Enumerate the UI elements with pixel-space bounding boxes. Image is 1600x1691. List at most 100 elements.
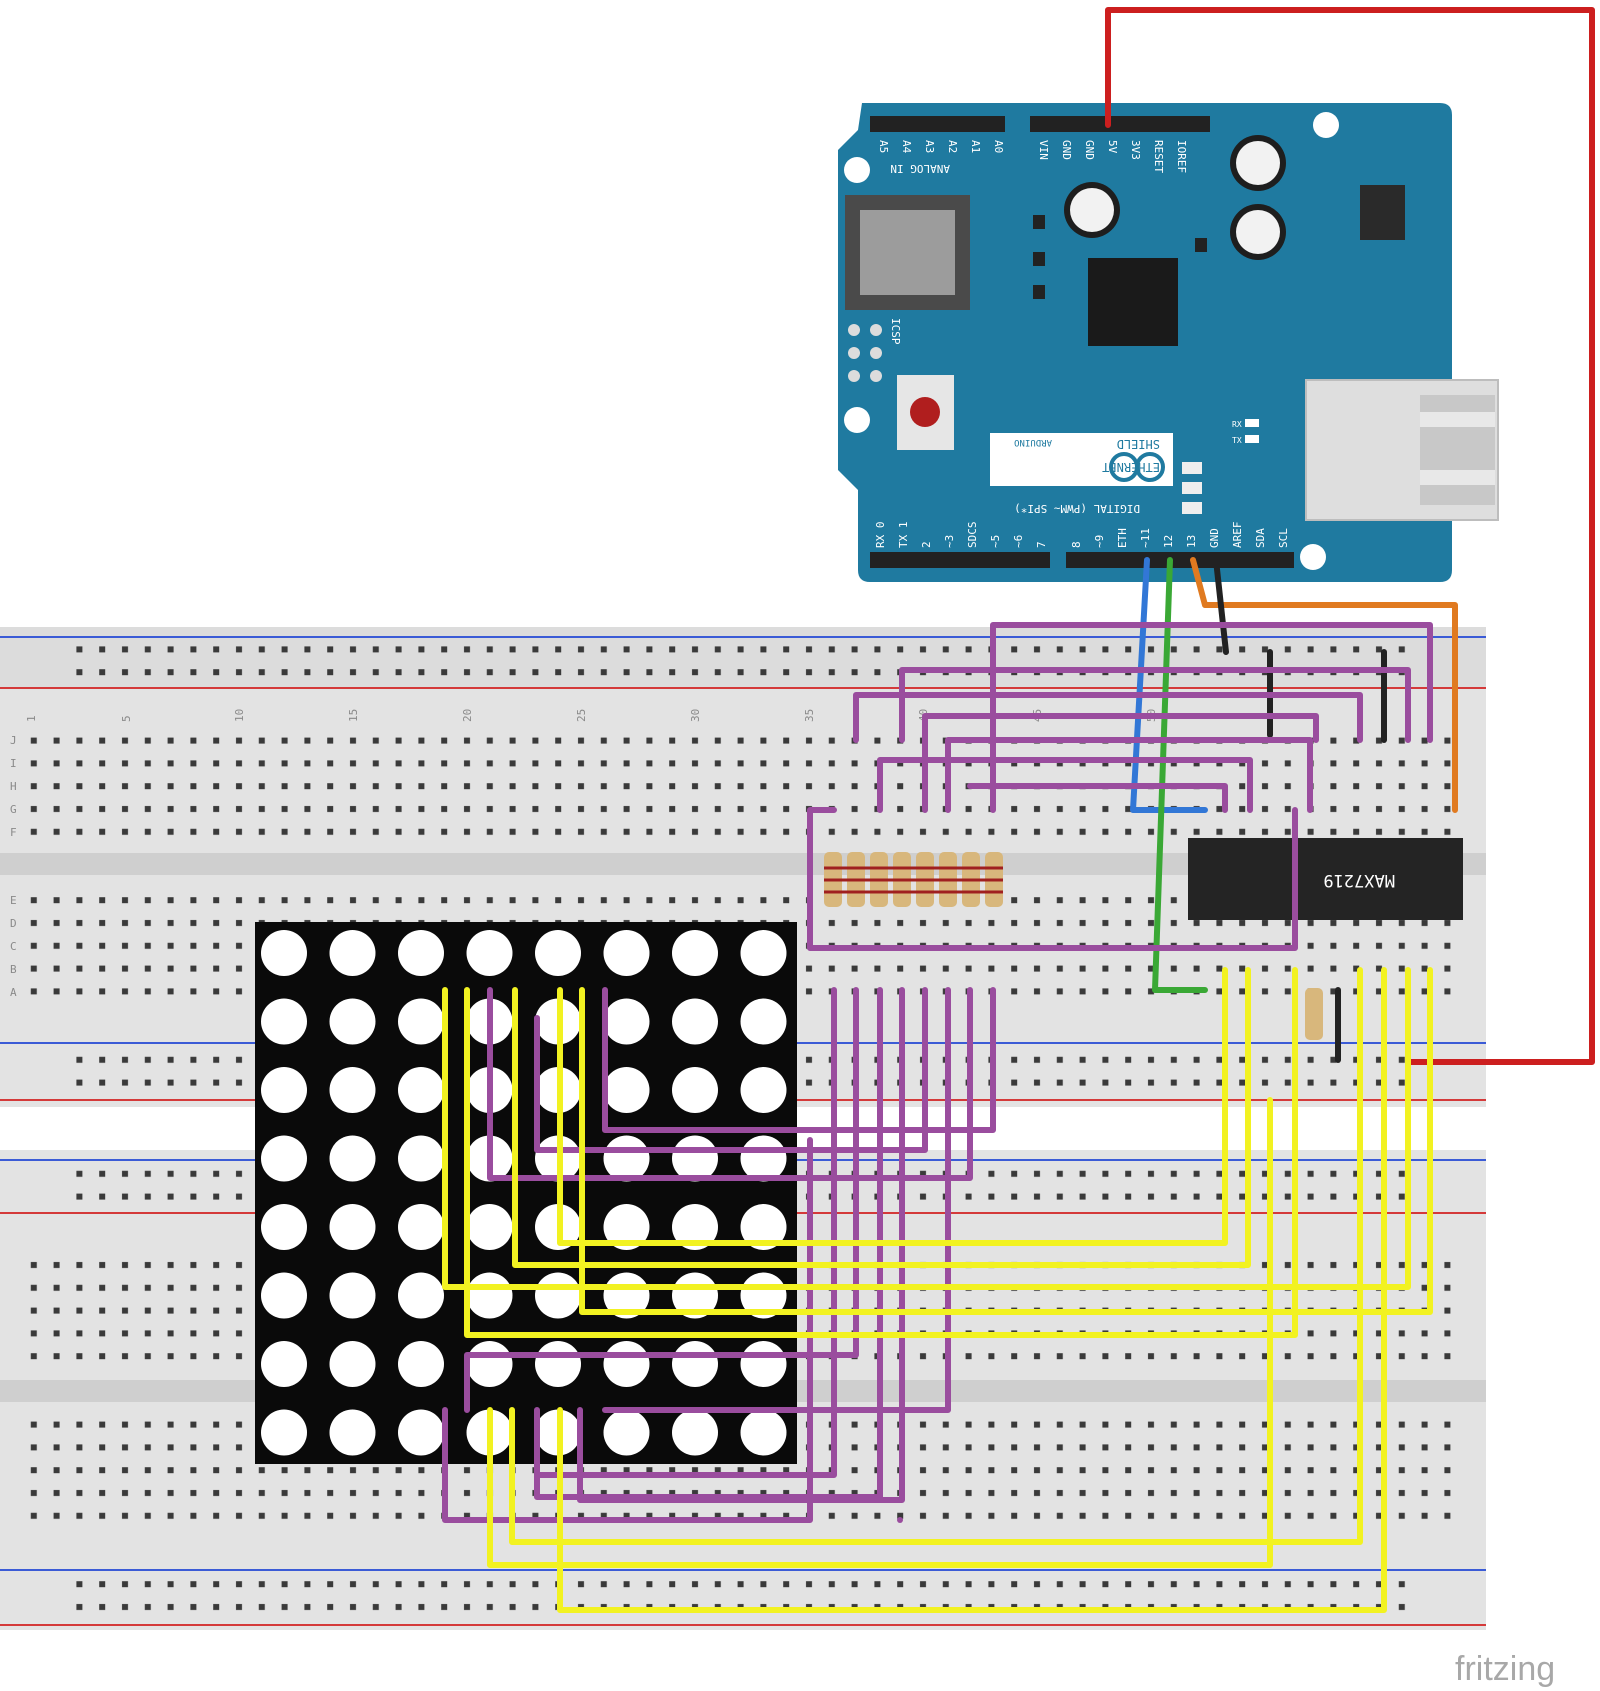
led-dot — [261, 1341, 307, 1387]
led-dot — [398, 1341, 444, 1387]
row-letter: E — [10, 894, 17, 907]
row-letter: B — [10, 963, 17, 976]
pin-label: ~3 — [943, 535, 956, 548]
tx-led-label: TX — [1232, 436, 1242, 445]
row-letter: C — [10, 940, 17, 953]
pin-label: AREF — [1231, 522, 1244, 549]
wire-blue[interactable] — [1130, 557, 1208, 813]
led-dot — [740, 1135, 787, 1182]
col-number: 35 — [803, 709, 816, 722]
wire-yellow[interactable] — [509, 967, 1363, 1545]
led-dot — [398, 930, 444, 976]
row-letter: I — [10, 757, 17, 770]
col-number: 15 — [347, 709, 360, 722]
wire-yellow[interactable] — [579, 967, 1433, 1315]
wire-purple[interactable] — [877, 757, 1253, 813]
pin-label: A3 — [923, 140, 936, 153]
col-number: 20 — [461, 709, 474, 722]
power-pin-labels: VIN GND GND 5V 3V3 RESET IOREF — [1037, 140, 1188, 173]
wire-red-5v[interactable] — [1105, 7, 1595, 1065]
led-dot — [261, 998, 307, 1045]
led-dot — [261, 1204, 307, 1250]
pin-label: ~6 — [1012, 535, 1025, 548]
led-dot — [329, 1067, 376, 1113]
wire-purple[interactable] — [899, 667, 1411, 743]
wire-yellow[interactable] — [557, 967, 1228, 1246]
pin-label: GND — [1060, 140, 1073, 160]
pin-label: 7 — [1035, 541, 1048, 548]
wire-purple[interactable] — [807, 807, 1298, 951]
led-dot — [672, 1409, 718, 1456]
digital-pin-labels: RX 0 TX 1 2 ~3 SDCS ~5 ~6 7 8 ~9 ETH ~11… — [874, 522, 1290, 549]
wire-yellow[interactable] — [442, 967, 1411, 1290]
led-dot — [329, 1409, 376, 1456]
rx-led-label: RX — [1232, 420, 1242, 429]
led-matrix — [255, 922, 797, 1464]
arduino-logo-icon — [1109, 452, 1165, 482]
wire-purple[interactable] — [487, 987, 973, 1181]
led-dot — [398, 1272, 444, 1319]
pin-label: RX 0 — [874, 522, 887, 549]
pin-label: IOREF — [1175, 140, 1188, 173]
led-dot — [535, 1341, 581, 1387]
wire-black-1[interactable] — [1213, 557, 1229, 655]
max7219-chip: MAX7219 — [1188, 838, 1463, 920]
pin-label: 8 — [1070, 541, 1083, 548]
mount-hole — [844, 407, 870, 433]
pin-label: VIN — [1037, 140, 1050, 160]
wire-purple[interactable] — [602, 987, 996, 1133]
wire-yellow[interactable] — [557, 967, 1387, 1613]
wire-purple[interactable] — [464, 987, 859, 1413]
pin-label: SCL — [1277, 528, 1290, 548]
wire-purple[interactable] — [534, 987, 928, 1153]
led-dot — [672, 930, 718, 976]
wire-purple[interactable] — [534, 987, 837, 1478]
wire-purple[interactable] — [967, 783, 1228, 813]
pin-label: ETH — [1116, 528, 1129, 548]
pin-label: A4 — [900, 140, 913, 154]
wire-purple[interactable] — [945, 737, 1313, 813]
mount-hole — [844, 157, 870, 183]
led-dot — [466, 930, 513, 976]
pin-label: 3V3 — [1129, 140, 1142, 160]
tx-led — [1245, 435, 1259, 443]
w5100-chip — [1088, 258, 1178, 346]
wire-yellow[interactable] — [512, 967, 1251, 1268]
row-letter: J — [10, 734, 17, 747]
pin-label: ~11 — [1139, 528, 1152, 548]
analog-label: ANALOG IN — [890, 162, 950, 175]
wire-yellow[interactable] — [464, 967, 1298, 1338]
wire-green[interactable] — [1152, 557, 1208, 993]
pin-label: A0 — [992, 140, 1005, 153]
shield-title-2: SHIELD — [1117, 437, 1160, 451]
led-dot — [672, 1067, 718, 1113]
led-dot — [329, 1204, 376, 1250]
led-dot — [535, 930, 581, 976]
wire-orange[interactable] — [1190, 557, 1458, 813]
led-dot — [329, 1341, 376, 1387]
led-dot — [672, 1341, 718, 1387]
wire-purple[interactable] — [442, 1137, 813, 1523]
led-dot — [398, 998, 444, 1045]
wire-purple[interactable] — [853, 692, 1363, 743]
wire-yellow[interactable] — [487, 1097, 1273, 1568]
led-dot — [398, 1409, 444, 1456]
digital-label: DIGITAL (PWM~ SPI*) — [1014, 502, 1140, 515]
led-dot — [603, 1204, 650, 1250]
pin-label: 2 — [920, 541, 933, 548]
chip-label: MAX7219 — [1323, 870, 1395, 890]
led-dot — [261, 930, 307, 976]
rx-led — [1245, 419, 1259, 427]
row-letter: G — [10, 803, 17, 816]
led-dot — [603, 930, 650, 976]
pin-label: A5 — [877, 140, 890, 153]
led-dot — [535, 1272, 581, 1319]
shield-title-1: ETHERNET — [1102, 460, 1160, 474]
led-dot — [466, 1341, 513, 1387]
wire-purple[interactable] — [602, 987, 951, 1413]
led-dot — [329, 1135, 376, 1182]
reset-button-cap[interactable] — [910, 397, 940, 427]
led-dot — [329, 1272, 376, 1319]
led-dot — [740, 998, 787, 1045]
led-dot — [740, 1409, 787, 1456]
